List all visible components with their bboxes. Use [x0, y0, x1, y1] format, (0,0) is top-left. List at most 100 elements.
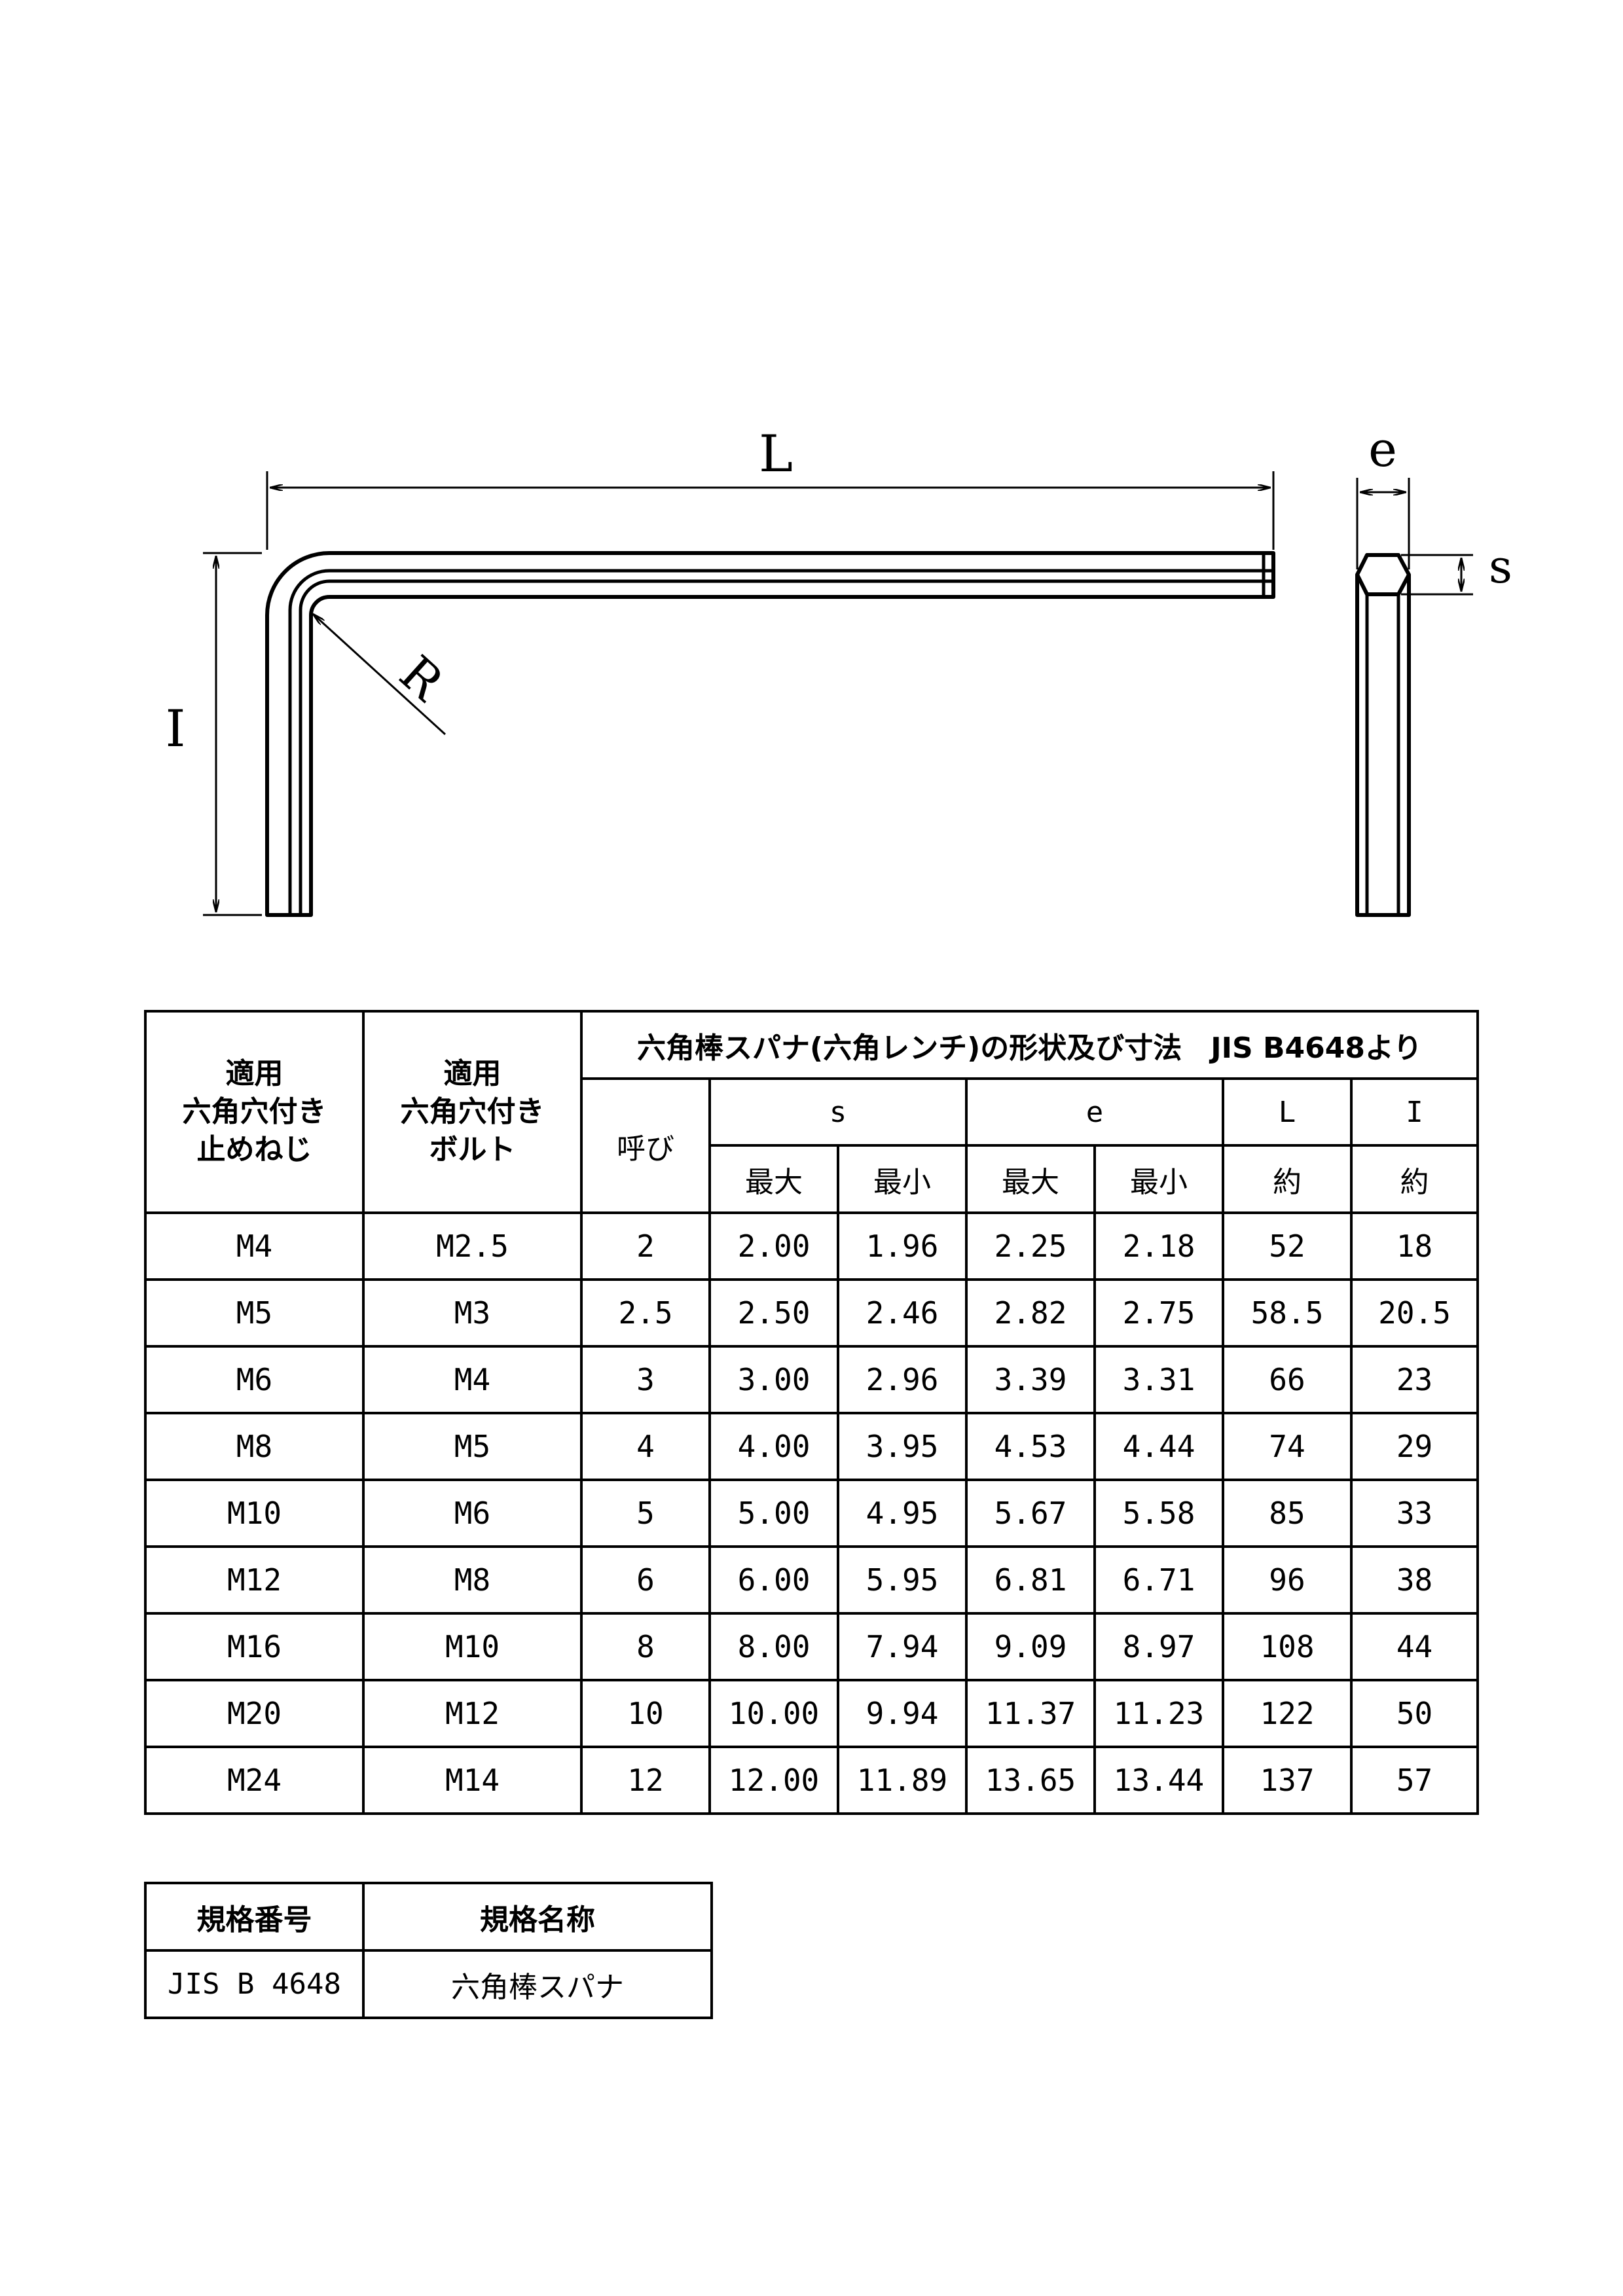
cell-nominal: 10 [580, 1679, 711, 1748]
hex-key-drawing: L I R e s [166, 422, 1512, 917]
cell-bolt: M14 [362, 1746, 583, 1815]
key-inner-edge-long [288, 569, 1273, 611]
dimension-I [203, 552, 262, 916]
cell-s-min: 3.95 [837, 1412, 968, 1481]
cell-nominal: 12 [580, 1746, 711, 1815]
cell-nominal: 2 [580, 1211, 711, 1281]
radius-R-leader [313, 613, 447, 736]
dimension-I-label: I [166, 700, 186, 759]
cell-nominal: 2.5 [580, 1278, 711, 1348]
header-e-max: 最大 [965, 1144, 1096, 1214]
cell-s-max: 8.00 [708, 1612, 839, 1681]
cell-setscrew: M24 [144, 1746, 365, 1815]
cell-bolt: M6 [362, 1479, 583, 1548]
cell-I: 29 [1349, 1412, 1480, 1481]
cell-nominal: 4 [580, 1412, 711, 1481]
cell-nominal: 3 [580, 1345, 711, 1414]
cell-s-min: 4.95 [837, 1479, 968, 1548]
key-outer-edge [265, 551, 1275, 917]
cell-nominal: 6 [580, 1545, 711, 1615]
cell-s-max: 6.00 [708, 1545, 839, 1615]
cell-L: 66 [1222, 1345, 1353, 1414]
hex-key-front-view [265, 551, 1275, 917]
header-s: s [708, 1077, 968, 1147]
cell-L: 137 [1222, 1746, 1353, 1815]
cell-L: 96 [1222, 1545, 1353, 1615]
header-s-max: 最大 [708, 1144, 839, 1214]
header-nominal: 呼び [580, 1077, 711, 1214]
cell-e-max: 4.53 [965, 1412, 1096, 1481]
table-row: M20 M12 10 10.00 9.94 11.37 11.23 122 50 [144, 1679, 1480, 1748]
cell-s-max: 10.00 [708, 1679, 839, 1748]
cell-e-max: 9.09 [965, 1612, 1096, 1681]
table-row: M10 M6 5 5.00 4.95 5.67 5.58 85 33 [144, 1479, 1480, 1548]
table-row: M24 M14 12 12.00 11.89 13.65 13.44 137 5… [144, 1746, 1480, 1815]
cell-e-min: 11.23 [1093, 1679, 1224, 1748]
cell-s-max: 3.00 [708, 1345, 839, 1414]
cell-s-min: 5.95 [837, 1545, 968, 1615]
header-I: I [1349, 1077, 1480, 1147]
cell-e-max: 11.37 [965, 1679, 1096, 1748]
standard-name: 六角棒スパナ [362, 1949, 713, 2019]
cell-e-max: 2.25 [965, 1211, 1096, 1281]
dimension-spec-table: 適用 六角穴付き 止めねじ 適用 六角穴付き ボルト 六角棒スパナ(六角レンチ)… [144, 1010, 1480, 1815]
dimension-s [1401, 554, 1473, 596]
cell-setscrew: M6 [144, 1345, 365, 1414]
radius-R-label: R [389, 645, 455, 713]
header-e-min: 最小 [1093, 1144, 1224, 1214]
cell-I: 23 [1349, 1345, 1480, 1414]
header-e: e [965, 1077, 1224, 1147]
cell-s-min: 1.96 [837, 1211, 968, 1281]
cell-bolt: M10 [362, 1612, 583, 1681]
cell-setscrew: M16 [144, 1612, 365, 1681]
cell-setscrew: M5 [144, 1278, 365, 1348]
table-row: M16 M10 8 8.00 7.94 9.09 8.97 108 44 [144, 1612, 1480, 1681]
cell-bolt: M3 [362, 1278, 583, 1348]
hex-key-side-view [1355, 553, 1411, 917]
cell-L: 74 [1222, 1412, 1353, 1481]
cell-e-max: 13.65 [965, 1746, 1096, 1815]
table-row: M5 M3 2.5 2.50 2.46 2.82 2.75 58.5 20.5 [144, 1278, 1480, 1348]
cell-setscrew: M4 [144, 1211, 365, 1281]
dimension-s-label: s [1489, 540, 1512, 594]
cell-s-max: 5.00 [708, 1479, 839, 1548]
standard-info-table: 規格番号 規格名称 JIS B 4648 六角棒スパナ [144, 1882, 713, 2019]
cell-L: 58.5 [1222, 1278, 1353, 1348]
cell-I: 18 [1349, 1211, 1480, 1281]
hex-head-outline [1355, 553, 1411, 596]
cell-setscrew: M20 [144, 1679, 365, 1748]
cell-e-min: 3.31 [1093, 1345, 1224, 1414]
table-row: M8 M5 4 4.00 3.95 4.53 4.44 74 29 [144, 1412, 1480, 1481]
cell-e-min: 2.18 [1093, 1211, 1224, 1281]
cell-e-min: 8.97 [1093, 1612, 1224, 1681]
cell-s-min: 9.94 [837, 1679, 968, 1748]
header-s-min: 最小 [837, 1144, 968, 1214]
cell-e-max: 2.82 [965, 1278, 1096, 1348]
cell-nominal: 5 [580, 1479, 711, 1548]
table-row: M12 M8 6 6.00 5.95 6.81 6.71 96 38 [144, 1545, 1480, 1615]
dimension-L-label: L [759, 425, 793, 484]
cell-s-min: 2.96 [837, 1345, 968, 1414]
dimension-L [266, 471, 1275, 550]
cell-s-max: 12.00 [708, 1746, 839, 1815]
header-bolt: 適用 六角穴付き ボルト [362, 1010, 583, 1214]
cell-I: 33 [1349, 1479, 1480, 1548]
cell-I: 57 [1349, 1746, 1480, 1815]
header-standard-number: 規格番号 [144, 1882, 365, 1952]
cell-e-max: 3.39 [965, 1345, 1096, 1414]
cell-bolt: M4 [362, 1345, 583, 1414]
dimension-e-label: e [1368, 422, 1397, 478]
hex-side-outline [1355, 575, 1411, 917]
cell-L: 52 [1222, 1211, 1353, 1281]
cell-bolt: M5 [362, 1412, 583, 1481]
cell-e-min: 5.58 [1093, 1479, 1224, 1548]
cell-e-min: 2.75 [1093, 1278, 1224, 1348]
cell-L: 122 [1222, 1679, 1353, 1748]
cell-L: 108 [1222, 1612, 1353, 1681]
cell-bolt: M8 [362, 1545, 583, 1615]
cell-s-max: 4.00 [708, 1412, 839, 1481]
cell-e-max: 5.67 [965, 1479, 1096, 1548]
cell-bolt: M2.5 [362, 1211, 583, 1281]
cell-e-max: 6.81 [965, 1545, 1096, 1615]
cell-e-min: 6.71 [1093, 1545, 1224, 1615]
